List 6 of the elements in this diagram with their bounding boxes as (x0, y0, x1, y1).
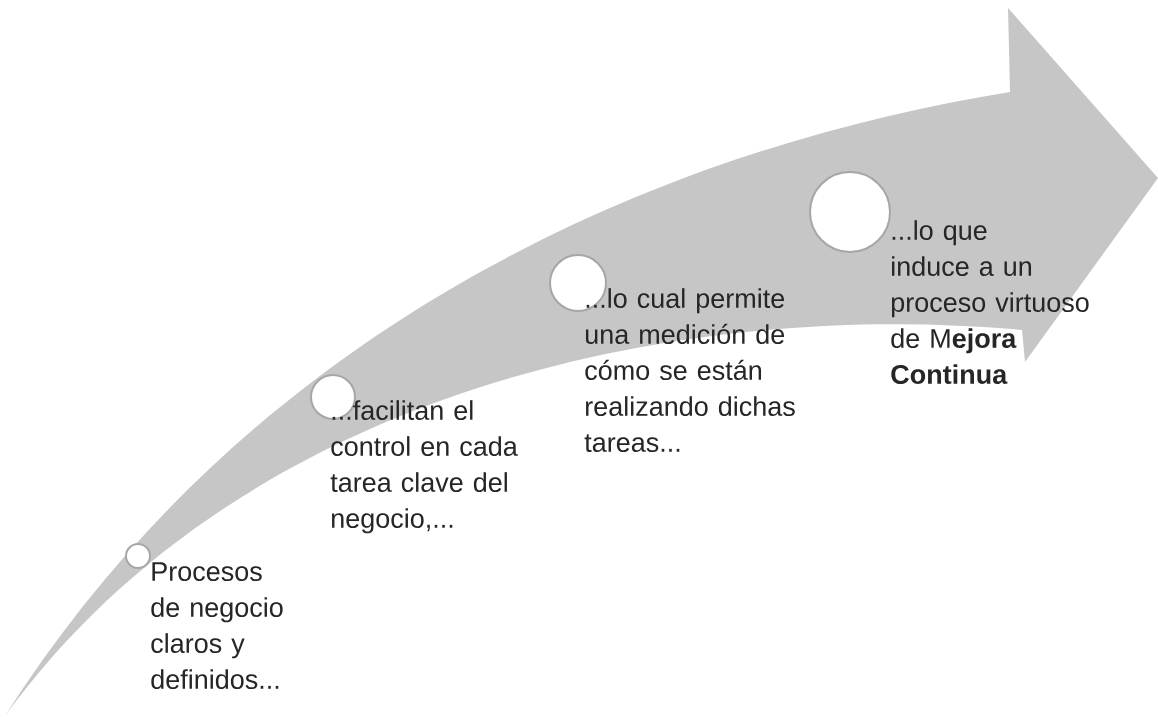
step-text: ...lo cual permite una medición de cómo se están realizando dichas tareas... (584, 288, 795, 452)
step-text: Procesos de negocio claros y definidos... (151, 562, 283, 689)
step-text: ...lo que induce a un proceso virtuoso de Mejora Continua (891, 220, 1089, 384)
circle-marker (809, 171, 891, 253)
step-text: ...facilitan el control en cada tarea clave del negocio,... (330, 400, 518, 534)
circle-marker (125, 543, 151, 569)
